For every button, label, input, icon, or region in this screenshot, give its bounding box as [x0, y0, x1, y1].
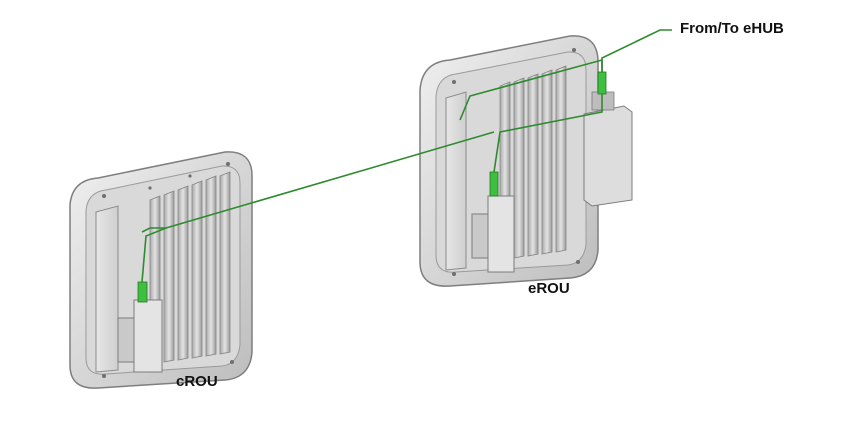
erou-screws	[452, 48, 580, 276]
crou-heat-fins	[149, 171, 231, 365]
cable-erou-internal	[493, 94, 603, 173]
cable-to-ehub	[601, 29, 672, 72]
erou-external-box-cap	[591, 91, 615, 111]
erou-label: eROU	[528, 280, 570, 297]
erou-port-block	[471, 213, 489, 259]
fiber-cables	[141, 29, 672, 283]
crou-unit	[69, 151, 253, 389]
erou-fiber-connector-lower	[489, 171, 499, 197]
cable-crou-loop	[141, 227, 166, 233]
crou-connector-module	[133, 299, 163, 373]
erou-external-box	[583, 105, 633, 207]
crou-port-block	[117, 317, 135, 363]
erou-unit	[419, 35, 633, 287]
ehub-label: From/To eHUB	[680, 20, 784, 37]
crou-side-panel	[95, 205, 119, 373]
erou-fiber-connector-upper	[597, 71, 607, 95]
crou-label: cROU	[176, 373, 218, 390]
erou-connector-module	[487, 195, 515, 273]
cable-interunit	[141, 131, 495, 283]
crou-screws	[102, 162, 234, 378]
erou-side-panel	[445, 91, 467, 271]
cable-erou-cross	[459, 58, 603, 121]
crou-fiber-connector	[137, 281, 148, 303]
